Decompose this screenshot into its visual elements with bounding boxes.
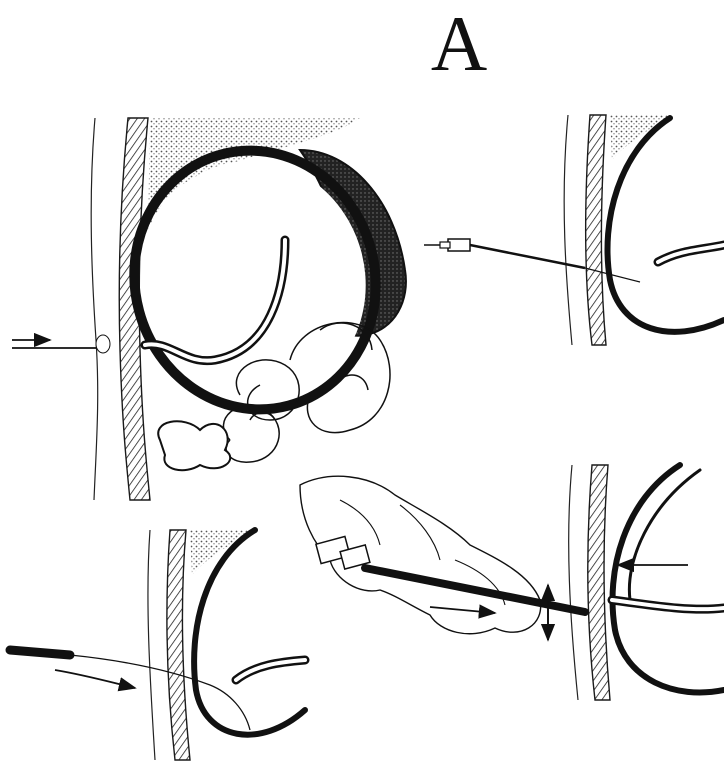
insertion-site [96,335,110,353]
abdominal-wall [586,115,606,345]
insertion-view [10,530,305,760]
catheter-icon [10,650,70,655]
bladder [158,421,230,470]
trocar-view [300,465,724,700]
peritoneum-line [629,470,700,600]
cavity-outline [608,118,724,332]
arrow-icon [55,670,135,688]
guidewire [70,655,250,730]
abdominal-wall [167,530,190,760]
abdominal-wall [588,465,610,700]
skin-line [91,118,98,500]
needle-view [424,115,724,345]
skin-line [569,465,578,700]
cavity-outline [194,530,305,735]
main-view [12,118,406,500]
skin-line [564,115,572,345]
skin-line [148,530,155,760]
